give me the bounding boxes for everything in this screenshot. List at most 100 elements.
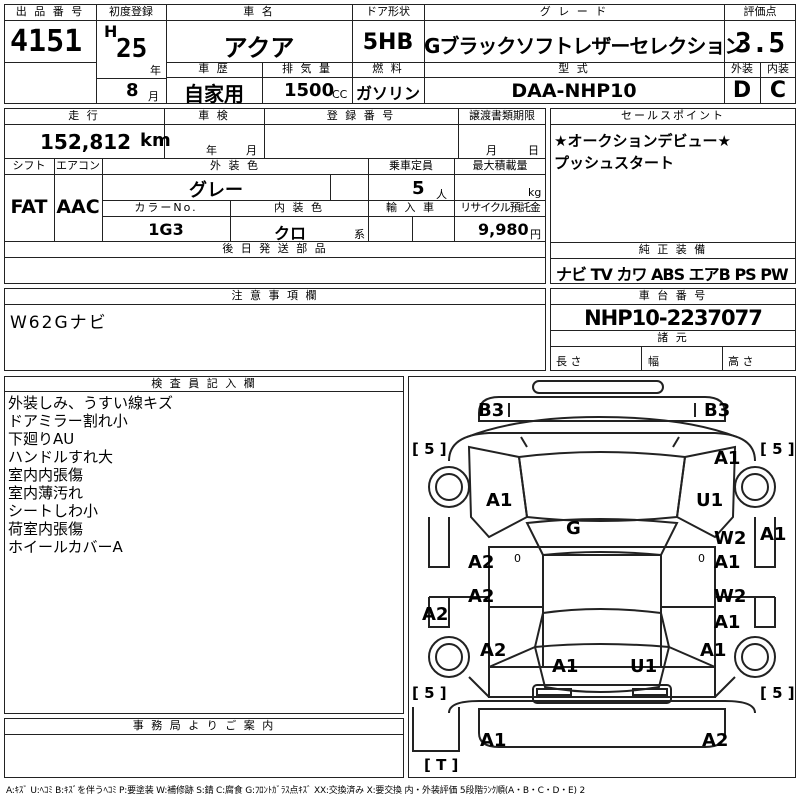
model: DAA-NHP10 — [511, 80, 637, 102]
damage-mark: G — [566, 518, 581, 539]
office-box — [4, 718, 404, 778]
first-reg-label: 初度登録 — [109, 5, 153, 18]
int-color: クロ — [273, 224, 306, 243]
dim-width: 幅 — [648, 355, 659, 368]
deadline-day: 日 — [528, 144, 539, 157]
era: H — [104, 22, 118, 41]
damage-mark: U1 — [630, 656, 658, 677]
reg-month: 8 — [126, 80, 139, 101]
inspection-label: 車 検 — [198, 109, 230, 122]
selling-point-2: プッシュスタート — [554, 154, 675, 172]
damage-mark: A1 — [486, 490, 513, 511]
equipment: ナビ TV カワ ABS エアB PS PW — [556, 265, 789, 284]
fuel-label: 燃 料 — [372, 62, 404, 75]
notes: W62Gナビ — [10, 313, 108, 333]
km-unit: km — [140, 130, 171, 151]
insp-year: 年 — [206, 144, 217, 157]
damage-mark: 0 — [698, 552, 705, 565]
displacement-label: 排 気 量 — [282, 62, 332, 75]
tire-rr-mark: [ 5 ] — [760, 684, 795, 702]
ext-color: グレー — [189, 180, 243, 201]
remarks-list: 外装しみ、うすい線キズ ドアミラー割れ小 下廻りAU ハンドルすれ大 室内内張傷… — [8, 394, 173, 556]
int-grade: C — [769, 78, 787, 103]
color-no: 1G3 — [148, 220, 184, 239]
damage-diagram — [408, 376, 796, 778]
int-color-unit: 系 — [354, 228, 365, 241]
remark-item: 下廻りAU — [8, 430, 75, 448]
dim-length: 長 さ — [556, 355, 582, 368]
remark-item: ドアミラー割れ小 — [8, 412, 128, 430]
fuel: ガソリン — [355, 84, 420, 103]
int-color-label: 内 装 色 — [274, 201, 324, 214]
displacement: 1500 — [284, 80, 335, 101]
notes-box — [4, 288, 546, 371]
eval-label: 評価点 — [743, 5, 777, 18]
legend: A:ｷｽﾞ U:ﾍｺﾐ B:ｷｽﾞを伴うﾍｺﾐ P:要塗装 W:補修跡 S:錆 … — [6, 786, 585, 796]
remark-item: ハンドルすれ大 — [8, 448, 114, 466]
ext-color-label: 外 装 色 — [210, 159, 260, 172]
cc-unit: CC — [332, 88, 348, 101]
capacity-label: 乗車定員 — [389, 159, 433, 172]
remark-item: 室内内張傷 — [8, 466, 84, 484]
insp-month: 月 — [246, 144, 257, 157]
door-label: ドア形状 — [366, 5, 410, 18]
shift-label: シフト — [12, 159, 46, 172]
grade: Gブラックソフトレザーセレクション — [424, 34, 744, 58]
remark-item: シートしわ小 — [8, 502, 99, 520]
damage-mark: A1 — [714, 448, 741, 469]
notes-label: 注 意 事 項 欄 — [231, 289, 319, 302]
month-unit: 月 — [148, 90, 159, 103]
shift: FAT — [10, 196, 48, 218]
chassis-no: NHP10-2237077 — [584, 306, 763, 330]
chassis-box — [550, 288, 796, 371]
damage-mark: A1 — [714, 552, 741, 573]
damage-mark: A1 — [714, 612, 741, 633]
chassis-label: 車 台 番 号 — [638, 289, 708, 302]
spare-mark: [ T ] — [424, 756, 459, 774]
tire-fl-mark: [ 5 ] — [412, 440, 447, 458]
inspector-box — [4, 376, 404, 714]
inspector-label: 検 査 員 記 入 欄 — [151, 377, 257, 390]
damage-mark: A1 — [700, 640, 727, 661]
mileage-label: 走 行 — [68, 109, 100, 122]
lot-number: 4151 — [10, 24, 83, 59]
reg-year: 25 — [116, 34, 148, 64]
damage-mark: B3 — [478, 400, 505, 421]
remark-item: 外装しみ、うすい線キズ — [8, 394, 174, 412]
lot-no-label: 出 品 番 号 — [15, 5, 85, 18]
recycle-fee: 9,980 — [478, 220, 529, 239]
dims-label: 諸 元 — [657, 331, 689, 344]
car-name-label: 車 名 — [243, 5, 275, 18]
history-label: 車 歴 — [198, 62, 230, 75]
aircon: AAC — [56, 196, 100, 218]
remark-item: 室内薄汚れ — [8, 484, 84, 502]
eval-score: 3.5 — [734, 26, 786, 59]
import-label: 輸 入 車 — [386, 201, 436, 214]
capacity: 5 — [412, 178, 425, 199]
mileage: 152,812 — [40, 130, 132, 154]
damage-mark: A2 — [422, 604, 449, 625]
selling-points-box — [550, 108, 796, 284]
damage-mark: A2 — [702, 730, 729, 751]
dim-height: 高 さ — [728, 355, 754, 368]
damage-mark: W2 — [714, 528, 747, 549]
ext-grade: D — [732, 78, 752, 103]
damage-mark: A1 — [552, 656, 579, 677]
tire-fr-mark: [ 5 ] — [760, 440, 795, 458]
car-diagram-svg — [412, 380, 776, 752]
year-unit: 年 — [150, 64, 161, 77]
deadline-month: 月 — [486, 144, 497, 157]
damage-mark: 0 — [514, 552, 521, 565]
damage-mark: A1 — [760, 524, 787, 545]
int-label: 内装 — [767, 62, 789, 75]
office-label: 事 務 局 よ り ご 案 内 — [132, 719, 276, 732]
door-shape: 5HB — [362, 30, 414, 55]
tire-rl-mark: [ 5 ] — [412, 684, 447, 702]
model-label: 型 式 — [558, 62, 590, 75]
header-grid — [4, 4, 796, 104]
car-name: アクア — [223, 34, 295, 62]
capacity-unit: 人 — [436, 188, 447, 201]
recycle-label: リサイクル預託金 — [460, 201, 540, 214]
damage-mark: B3 — [704, 400, 731, 421]
history: 自家用 — [184, 82, 244, 106]
